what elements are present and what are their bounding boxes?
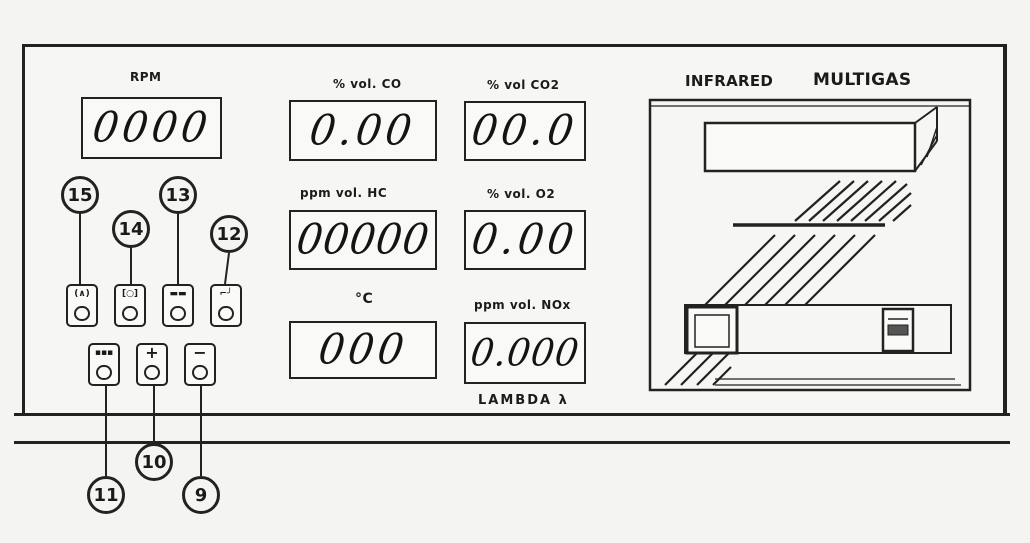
rpm-label: RPM xyxy=(130,70,162,84)
key-12[interactable]: ⌐╯ xyxy=(210,284,242,327)
analyzer-base-strip xyxy=(14,413,1010,444)
o2-display: 0.00 xyxy=(464,210,586,270)
co2-label: % vol CO2 xyxy=(487,78,560,92)
printer-section-illustration xyxy=(648,98,972,392)
nox-display: 0.000 xyxy=(464,322,586,384)
callout-11: 11 xyxy=(87,476,125,514)
key-14[interactable]: [○] xyxy=(114,284,146,327)
nox-label: ppm vol. NOx xyxy=(474,298,571,312)
key-10-plus[interactable]: + xyxy=(136,343,168,386)
brand-multigas: MULTIGAS xyxy=(813,70,912,90)
o2-label: % vol. O2 xyxy=(487,187,556,201)
callout-10: 10 xyxy=(135,443,173,481)
callout-9: 9 xyxy=(182,476,220,514)
temp-display: 000 xyxy=(289,321,437,379)
lambda-label: LAMBDA λ xyxy=(478,393,569,408)
rpm-display: 0000 xyxy=(81,97,222,159)
key-15[interactable]: (∧) xyxy=(66,284,98,327)
temp-label: °C xyxy=(355,291,374,307)
key-9-minus[interactable]: − xyxy=(184,343,216,386)
hc-label: ppm vol. HC xyxy=(300,186,388,200)
callout-12: 12 xyxy=(210,215,248,253)
key-11[interactable]: ▪▪▪ xyxy=(88,343,120,386)
co-display: 0.00 xyxy=(289,100,437,161)
co2-display: 00.0 xyxy=(464,101,586,161)
callout-14: 14 xyxy=(112,210,150,248)
key-13[interactable]: ▬▬ xyxy=(162,284,194,327)
hc-display: 00000 xyxy=(289,210,437,270)
callout-15: 15 xyxy=(61,176,99,214)
co-label: % vol. CO xyxy=(333,77,402,91)
callout-13: 13 xyxy=(159,176,197,214)
brand-infrared: INFRARED xyxy=(685,72,774,90)
